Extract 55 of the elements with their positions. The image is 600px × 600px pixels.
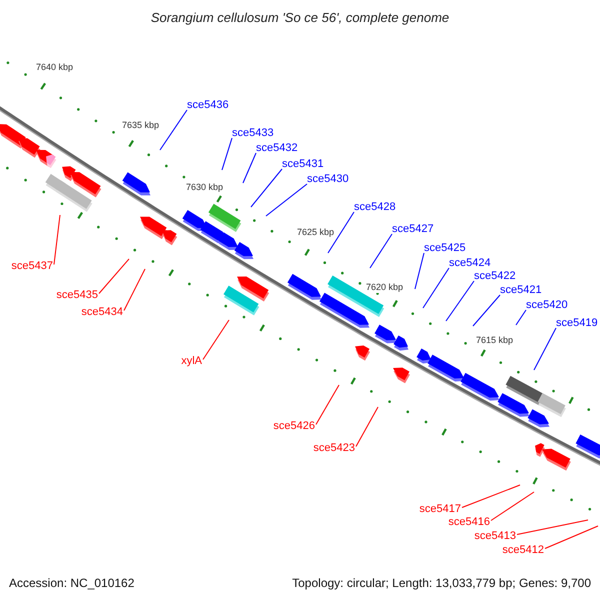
gene-label: sce5423 [313,442,355,455]
gene-label: sce5413 [474,530,516,543]
scale-label: 7620 kbp [366,282,404,293]
footer-text: Accession: NC_010162 [9,576,134,590]
leader-line [54,214,60,265]
gene-label: sce5437 [11,260,53,273]
leader-line [202,320,230,360]
leader-line [516,520,588,535]
gene-label: sce5432 [256,142,298,155]
gene-label: sce5412 [502,544,544,557]
leader-line [462,484,520,508]
leader-line [446,280,474,322]
leader-line [250,168,282,208]
scale-label: 7640 kbp [36,62,74,73]
leader-line [242,152,256,184]
gene-label: sce5420 [526,299,568,312]
gene-label: sce5431 [282,158,324,171]
leader-line [328,212,354,254]
footer-text: Topology: circular; Length: 13,033,779 bp; Genes: 9,700 [292,576,591,590]
leader-line [472,294,500,326]
gene-label: sce5421 [500,284,542,297]
gene-label: sce5436 [187,99,229,112]
leader-line [370,234,392,268]
leader-line [534,328,556,370]
title: Sorangium cellulosum 'So ce 56', complete genome [150,10,450,25]
gene-label: sce5422 [474,270,516,283]
scale-label: 7630 kbp [186,182,224,193]
gene-label: sce5417 [419,503,461,516]
leader-line [316,384,340,425]
gene-label: sce5425 [424,242,466,255]
leader-line [266,184,308,216]
scale-label: 7625 kbp [297,227,334,238]
leader-line [124,268,146,311]
gene-label: sce5434 [81,306,123,319]
leader-line [516,310,526,326]
leader-line [98,258,130,294]
gene-label: sce5424 [449,257,491,270]
leader-line [422,268,450,308]
leader-line [414,252,424,290]
scale-label: 7615 kbp [476,335,514,346]
gene-label: sce5428 [354,201,396,214]
leader-line [160,110,188,150]
leader-line [490,492,534,521]
gene-label: sce5435 [56,289,98,302]
leader-line [544,526,598,549]
leader-line [222,138,232,170]
gene-label: sce5416 [448,516,490,529]
gene-label: sce5426 [273,420,315,433]
gene-label: xylA [181,355,202,368]
gene-label: sce5427 [392,223,434,236]
leader-line [356,406,378,447]
gene-label: sce5433 [232,127,274,140]
gene-label: sce5430 [307,173,349,186]
gene-label: sce5419 [556,317,598,330]
scale-label: 7635 kbp [122,120,160,131]
